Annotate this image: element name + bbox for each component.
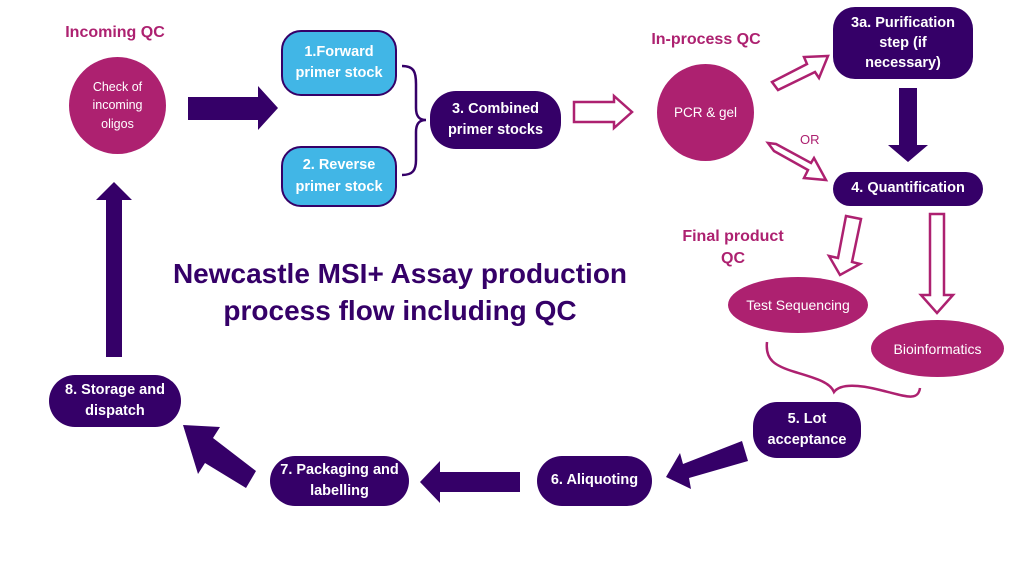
pcr-gel-node[interactable]: PCR & gel	[657, 64, 754, 161]
arrow-combined-to-pcr	[572, 93, 634, 131]
incoming-check-line: incoming	[92, 98, 143, 113]
or-label: OR	[800, 132, 820, 147]
incoming-check-line: Check of	[92, 80, 143, 95]
step-combined-primers-line1: 3. Combined	[451, 100, 539, 117]
step-packaging-line2: labelling	[310, 483, 369, 499]
final-product-qc-label: Final product QC	[668, 226, 798, 269]
step-reverse-primer-line1: 2. Reverse	[302, 157, 376, 174]
step-storage-line2: dispatch	[85, 403, 145, 419]
step-purification-line2: step (if	[879, 34, 927, 51]
step-combined-primers-line2: primer stocks	[447, 122, 544, 138]
diagram-title: Newcastle MSI+ Assay production process …	[140, 256, 660, 330]
step-packaging[interactable]: 7. Packaging and labelling	[270, 456, 409, 506]
arrow-aliquoting-to-packaging	[420, 461, 520, 503]
test-sequencing-node[interactable]: Test Sequencing	[728, 277, 868, 333]
step-packaging-line1: 7. Packaging and	[280, 461, 399, 478]
arrow-packaging-to-storage	[183, 425, 256, 488]
incoming-check-line: oligos	[101, 116, 134, 131]
step-purification-line3: necessary)	[865, 55, 941, 72]
arrow-quant-to-bioinformatics	[918, 212, 956, 315]
diagram-title-line1: Newcastle MSI+ Assay production	[172, 258, 628, 289]
step-forward-primer-line1: 1.Forward	[304, 43, 374, 60]
step-forward-primer[interactable]: 1.Forward primer stock	[281, 30, 397, 96]
diagram-title-line2: process flow including QC	[223, 294, 577, 326]
incoming-check-node[interactable]: Check of incoming oligos	[69, 57, 166, 154]
final-product-qc-line1: Final product	[682, 228, 784, 245]
brace-primers	[401, 64, 427, 177]
arrow-incoming-to-primers	[188, 86, 278, 130]
arrow-pcr-to-purification	[770, 54, 830, 92]
arrow-lot-to-aliquoting	[666, 441, 748, 489]
step-forward-primer-line2: primer stock	[295, 65, 383, 81]
step-lot-acceptance-line2: acceptance	[767, 432, 847, 448]
step-lot-acceptance[interactable]: 5. Lot acceptance	[753, 402, 861, 458]
final-product-qc-line2: QC	[721, 249, 745, 267]
step-storage-line1: 8. Storage and	[65, 381, 165, 398]
step-combined-primers[interactable]: 3. Combined primer stocks	[430, 91, 561, 149]
step-aliquoting[interactable]: 6. Aliquoting	[537, 456, 652, 506]
step-reverse-primer-line2: primer stock	[295, 178, 383, 195]
step-purification[interactable]: 3a. Purification step (if necessary)	[833, 7, 973, 79]
bioinformatics-node[interactable]: Bioinformatics	[871, 320, 1004, 377]
step-reverse-primer[interactable]: 2. Reverse primer stock	[281, 146, 397, 207]
incoming-qc-label: Incoming QC	[65, 24, 165, 41]
brace-final-qc	[765, 341, 922, 398]
arrow-purification-to-quantification	[888, 88, 928, 162]
arrow-pcr-to-quantification	[765, 141, 829, 182]
arrow-quant-to-sequencing	[826, 214, 864, 277]
arrow-storage-to-incoming	[96, 182, 132, 357]
step-lot-acceptance-line1: 5. Lot	[787, 410, 827, 427]
step-storage[interactable]: 8. Storage and dispatch	[49, 375, 181, 427]
step-quantification[interactable]: 4. Quantification	[833, 172, 983, 206]
in-process-qc-label: In-process QC	[651, 31, 761, 48]
step-purification-line1: 3a. Purification	[851, 14, 955, 31]
